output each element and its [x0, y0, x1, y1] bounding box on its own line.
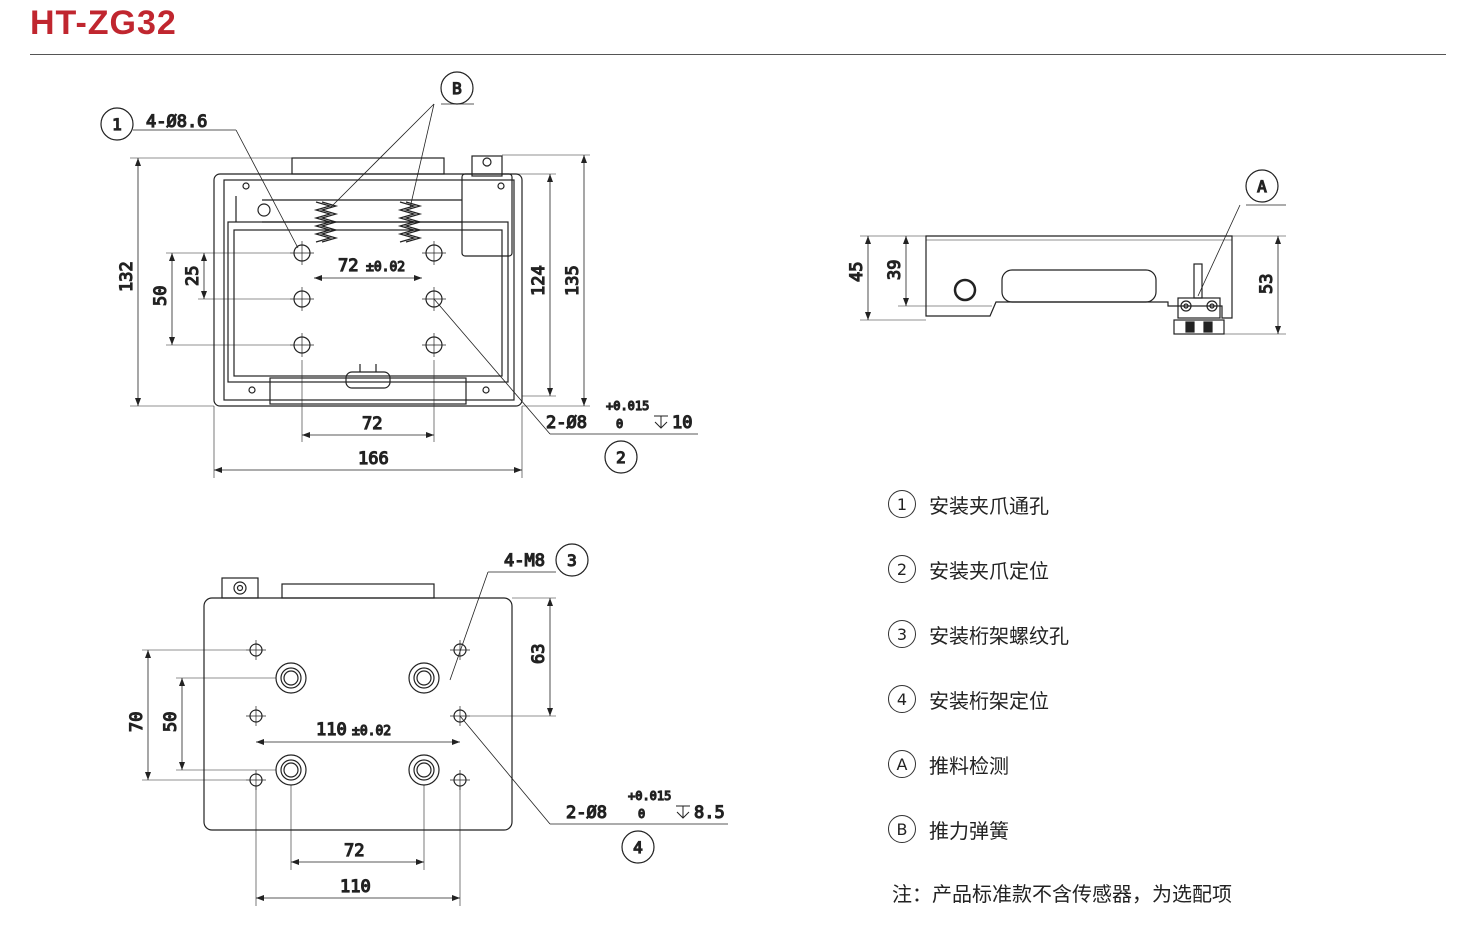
dim-166: 166 — [358, 449, 389, 469]
page-title: HT-ZG32 — [30, 4, 177, 42]
dim-70: 70 — [127, 712, 147, 732]
pin-spec-bottom: 2-Ø8 — [566, 803, 607, 823]
pin-tol-upper-bottom: +0.015 — [628, 789, 671, 803]
depth-symbol-top — [654, 415, 668, 429]
pin-depth-top: 10 — [672, 413, 692, 433]
dim-53: 53 — [1257, 274, 1277, 294]
legend-text: 安装夹爪定位 — [929, 558, 1049, 583]
pin-tol-upper-top: +0.015 — [606, 399, 649, 413]
callout-b-label: B — [452, 79, 462, 98]
dim-39: 39 — [885, 260, 905, 280]
callout-4-label: 4 — [633, 838, 643, 857]
top-holes — [290, 241, 446, 357]
legend-text: 推力弹簧 — [929, 818, 1009, 843]
callout-1-label: 1 — [112, 115, 122, 134]
legend-item: 1 安装夹爪通孔 — [888, 488, 1448, 520]
dim-50-top: 50 — [151, 286, 171, 306]
pin-depth-bottom: 8.5 — [694, 803, 725, 823]
dim-132: 132 — [117, 261, 137, 292]
callout-1 — [100, 107, 134, 141]
legend-text: 安装夹爪通孔 — [929, 493, 1049, 518]
legend: 1 安装夹爪通孔 2 安装夹爪定位 3 安装桁架螺纹孔 4 安装桁架定位 A 推… — [888, 488, 1448, 878]
legend-item: 2 安装夹爪定位 — [888, 553, 1448, 585]
dim-72-bottom-view: 72 — [344, 841, 364, 861]
dim-25: 25 — [183, 266, 203, 286]
legend-text: 推料检测 — [929, 753, 1009, 778]
top-view: 1 4-Ø8.6 B 72 ±0.02 72 166 — [100, 71, 698, 478]
legend-item: 3 安装桁架螺纹孔 — [888, 618, 1448, 650]
callout-a — [1245, 169, 1279, 203]
depth-symbol-bottom — [676, 805, 690, 819]
legend-mark: A — [888, 750, 916, 778]
spring-right — [397, 201, 423, 243]
legend-text: 安装桁架定位 — [929, 688, 1049, 713]
hole-spec-label: 4-Ø8.6 — [146, 112, 207, 132]
callout-4 — [621, 830, 655, 864]
legend-item: B 推力弹簧 — [888, 813, 1448, 845]
legend-item: A 推料检测 — [888, 748, 1448, 780]
dim-63: 63 — [529, 644, 549, 664]
side-view: A 45 39 53 — [846, 169, 1286, 335]
callout-a-label: A — [1257, 177, 1267, 196]
spring-left — [313, 201, 339, 243]
legend-mark: 4 — [888, 685, 916, 713]
pin-tol-lower-bottom: 0 — [638, 807, 645, 821]
legend-text: 安装桁架螺纹孔 — [929, 623, 1069, 648]
callout-2 — [604, 440, 638, 474]
legend-mark: 1 — [888, 490, 916, 518]
callout-3 — [555, 543, 589, 577]
dim-72-bottom: 72 — [362, 414, 382, 434]
callout-2-label: 2 — [616, 448, 626, 467]
dim-pitch-72: 72 — [338, 256, 358, 276]
legend-mark: B — [888, 815, 916, 843]
title-divider — [30, 54, 1446, 55]
bottom-view: 3 4-M8 63 70 50 110 ±0.02 — [126, 543, 728, 906]
legend-mark: 2 — [888, 555, 916, 583]
dim-45: 45 — [847, 262, 867, 282]
callout-3-label: 3 — [567, 551, 577, 570]
dim-135: 135 — [563, 265, 583, 296]
legend-item: 4 安装桁架定位 — [888, 683, 1448, 715]
bottom-thread-holes — [246, 640, 470, 790]
thread-spec: 4-M8 — [504, 551, 545, 571]
dim-110: 110 — [340, 877, 371, 897]
pin-tol-lower-top: 0 — [616, 417, 623, 431]
option-note: 注：产品标准款不含传感器，为选配项 — [892, 882, 1232, 906]
dim-124: 124 — [529, 265, 549, 296]
dim-110-tol-value: 110 — [316, 720, 347, 740]
dim-pitch-tol: ±0.02 — [366, 260, 405, 275]
dim-50-bottom: 50 — [161, 712, 181, 732]
legend-mark: 3 — [888, 620, 916, 648]
dim-110-tol: ±0.02 — [352, 724, 391, 739]
pin-spec-top: 2-Ø8 — [546, 413, 587, 433]
